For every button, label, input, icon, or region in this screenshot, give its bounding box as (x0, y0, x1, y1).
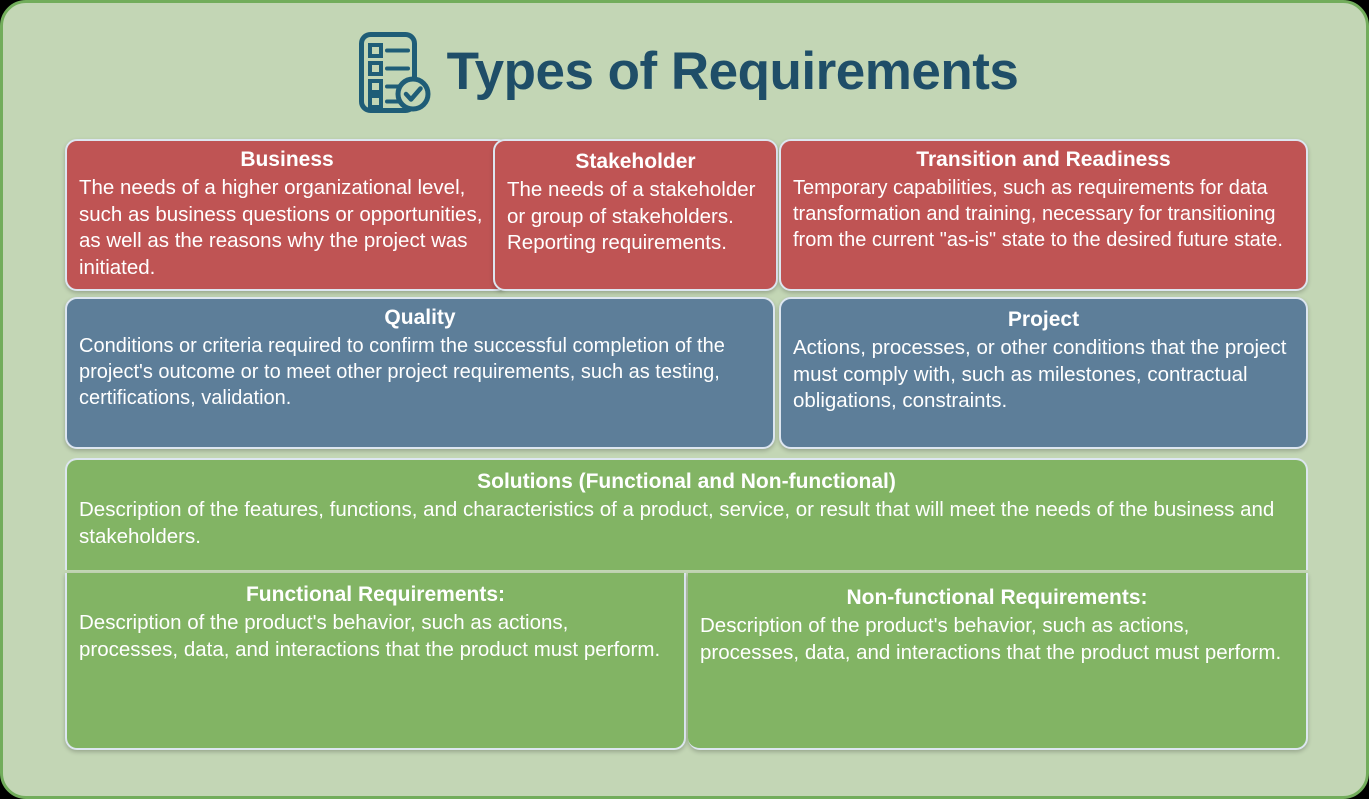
page-title: Types of Requirements (446, 41, 1019, 101)
card-transition-and-readiness[interactable]: Transition and Readiness Temporary capab… (779, 139, 1308, 291)
card-quality-body: Conditions or criteria required to confi… (79, 334, 725, 409)
card-stakeholder-title: Stakeholder (575, 150, 696, 173)
card-quality-title: Quality (384, 306, 456, 329)
card-non-functional-requirements[interactable]: Non-functional Requirements: Description… (688, 573, 1308, 750)
card-business[interactable]: Business The needs of a higher organizat… (65, 139, 509, 291)
card-business-body: The needs of a higher organizational lev… (79, 175, 483, 279)
card-functional-requirements[interactable]: Functional Requirements: Description of … (65, 573, 686, 750)
card-stakeholder-body: The needs of a stakeholder or group of s… (507, 177, 756, 255)
card-transition-title: Transition and Readiness (916, 148, 1171, 171)
checklist-clipboard-check-icon (358, 32, 431, 113)
card-solutions-title: Solutions (Functional and Non-functional… (477, 470, 896, 493)
card-quality[interactable]: Quality Conditions or criteria required … (65, 297, 775, 449)
card-nonfunctional-body: Description of the product's behavior, s… (700, 613, 1282, 664)
card-stakeholder[interactable]: Stakeholder The needs of a stakeholder o… (493, 139, 778, 291)
card-solutions[interactable]: Solutions (Functional and Non-functional… (65, 458, 1308, 570)
card-functional-body: Description of the product's behavior, s… (79, 610, 661, 661)
card-functional-title: Functional Requirements: (245, 583, 506, 606)
card-project-body: Actions, processes, or other conditions … (793, 335, 1287, 413)
card-project-title: Project (1007, 308, 1080, 331)
card-project[interactable]: Project Actions, processes, or other con… (779, 297, 1308, 449)
card-solutions-body: Description of the features, functions, … (79, 497, 1275, 548)
card-nonfunctional-title: Non-functional Requirements: (846, 586, 1148, 609)
card-business-title: Business (240, 148, 334, 171)
header: Types of Requirements (3, 21, 1366, 121)
card-transition-body: Temporary capabilities, such as requirem… (793, 176, 1283, 251)
